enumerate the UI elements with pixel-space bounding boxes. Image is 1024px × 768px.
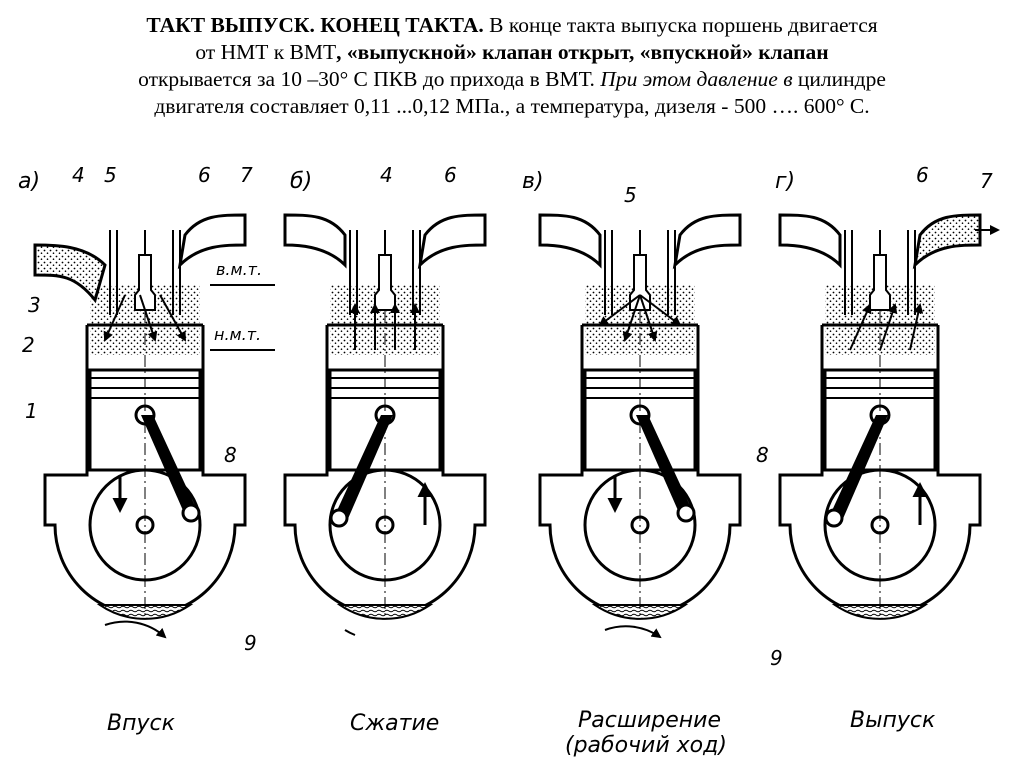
- caption-expansion-2: (рабочий ход): [565, 733, 727, 758]
- text-line-1: ТАКТ ВЫПУСК. КОНЕЦ ТАКТА. В конце такта …: [6, 12, 1018, 39]
- description-text: ТАКТ ВЫПУСК. КОНЕЦ ТАКТА. В конце такта …: [6, 12, 1018, 120]
- part-label-7a: 7: [240, 163, 253, 187]
- part-label-6g: 6: [916, 163, 929, 187]
- line4: двигателя составляет 0,11 ...0,12 МПа., …: [154, 94, 870, 118]
- line3-italic: При этом давление в: [600, 67, 793, 91]
- text-line-4: двигателя составляет 0,11 ...0,12 МПа., …: [6, 93, 1018, 120]
- part-label-1: 1: [25, 399, 38, 423]
- panel-letter-v: в): [522, 169, 544, 194]
- panel-intake: [33, 213, 247, 639]
- part-label-9a: 9: [244, 631, 257, 655]
- caption-exhaust: Выпуск: [850, 708, 936, 733]
- line2-bold: , «выпускной» клапан открыт, «впускной» …: [336, 40, 829, 64]
- part-label-3: 3: [28, 293, 41, 317]
- panel-compression: [283, 213, 487, 636]
- tdc-label: в.м.т.: [216, 260, 262, 279]
- caption-expansion: Расширение: [578, 708, 721, 733]
- line3-end: цилиндре: [792, 67, 886, 91]
- panel-exhaust: [778, 213, 1000, 621]
- part-label-5v: 5: [624, 183, 637, 207]
- part-label-2: 2: [22, 333, 35, 357]
- part-label-6a: 6: [198, 163, 211, 187]
- panel-expansion: [538, 213, 742, 639]
- bdc-label: н.м.т.: [214, 325, 261, 344]
- panel-letter-g: г): [775, 169, 795, 194]
- line3-normal: открывается за 10 –30° С ПКВ до прихода …: [138, 67, 601, 91]
- part-label-4b: 4: [380, 163, 393, 187]
- text-line-3: открывается за 10 –30° С ПКВ до прихода …: [6, 66, 1018, 93]
- caption-intake: Впуск: [107, 711, 176, 736]
- text-line-2: от НМТ к ВМТ, «выпускной» клапан открыт,…: [6, 39, 1018, 66]
- caption-compression: Сжатие: [350, 711, 439, 736]
- part-label-9g: 9: [770, 646, 783, 670]
- part-label-4a: 4: [72, 163, 85, 187]
- panel-letter-a: а): [18, 169, 40, 194]
- part-label-8v: 8: [756, 443, 769, 467]
- line2-prefix: от НМТ к ВМТ: [195, 40, 337, 64]
- panel-letter-b: б): [290, 169, 312, 194]
- line1-rest: В конце такта выпуска поршень двигается: [483, 13, 878, 37]
- part-label-7g: 7: [980, 169, 993, 193]
- part-label-5a: 5: [104, 163, 117, 187]
- part-label-8a: 8: [224, 443, 237, 467]
- part-label-6b: 6: [444, 163, 457, 187]
- title-bold: ТАКТ ВЫПУСК. КОНЕЦ ТАКТА.: [146, 13, 484, 37]
